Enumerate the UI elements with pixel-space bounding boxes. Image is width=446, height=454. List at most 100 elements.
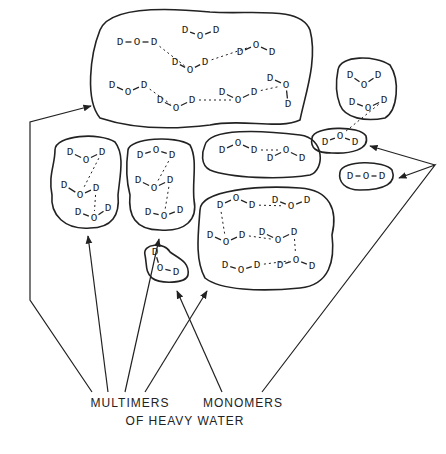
- covalent-bond: [83, 214, 89, 216]
- hydrogen-bond: [345, 104, 378, 131]
- covalent-bond: [165, 269, 170, 270]
- atom-label: D: [109, 80, 116, 91]
- covalent-bond: [126, 41, 132, 42]
- atom-label: D: [213, 25, 220, 36]
- multimer-outline: [336, 58, 396, 119]
- covalent-bond: [301, 262, 307, 264]
- atom-label: D: [379, 171, 386, 182]
- atom-label: D: [349, 97, 356, 108]
- atom-label: D: [207, 230, 214, 241]
- atom-label: D: [347, 70, 354, 81]
- atom-label: D: [75, 207, 82, 218]
- hydrogen-bond: [261, 150, 279, 151]
- atom-label: O: [283, 80, 290, 91]
- covalent-bond: [330, 138, 335, 140]
- covalent-bond: [372, 175, 377, 176]
- atom-label: O: [238, 265, 245, 276]
- leader-arrow: [125, 239, 159, 392]
- covalent-bond: [241, 200, 247, 203]
- covalent-bond: [143, 41, 149, 42]
- atom-label: D: [219, 87, 226, 98]
- atom-label: O: [233, 193, 240, 204]
- covalent-bond: [117, 87, 123, 90]
- hydrogen-bond: [259, 205, 284, 207]
- atom-label: D: [239, 230, 246, 241]
- covalent-bond: [286, 90, 288, 98]
- covalent-bond: [354, 78, 359, 82]
- atom-label: D: [177, 205, 184, 216]
- atom-label: D: [137, 150, 144, 161]
- hydrogen-bond: [165, 187, 169, 209]
- hydrogen-bond: [294, 239, 295, 253]
- atom-label: D: [237, 47, 244, 58]
- atom-label: D: [157, 95, 164, 106]
- covalent-bond: [275, 152, 281, 155]
- atom-label: D: [172, 57, 179, 68]
- atom-label: D: [375, 70, 382, 81]
- covalent-bond: [159, 182, 165, 185]
- atom-label: D: [219, 145, 226, 156]
- atom-label: O: [91, 213, 98, 224]
- hydrogen-bond: [221, 212, 225, 235]
- covalent-bond: [145, 152, 151, 154]
- covalent-bond: [296, 202, 302, 204]
- atom-label: O: [125, 87, 132, 98]
- atom-label: D: [99, 147, 106, 158]
- covalent-bond: [143, 182, 149, 185]
- covalent-bond: [227, 145, 233, 148]
- hydrogen-bond: [264, 261, 289, 264]
- covalent-bond: [205, 32, 211, 34]
- atom-label: D: [67, 147, 74, 158]
- leader-arrow: [145, 291, 207, 392]
- caption-label: MONOMERS: [203, 397, 283, 409]
- atom-label: O: [157, 263, 164, 274]
- covalent-bond: [246, 267, 252, 269]
- atom-label: D: [151, 37, 158, 48]
- atom-label: D: [254, 260, 261, 271]
- leader-arrow: [88, 236, 108, 392]
- atom-label: O: [235, 138, 242, 149]
- leader-arrow: [262, 165, 435, 392]
- atom-label: O: [161, 211, 168, 222]
- atom-label: D: [182, 25, 189, 36]
- atom-label: D: [61, 180, 68, 191]
- atom-label: O: [361, 80, 368, 91]
- atom-label: O: [293, 255, 300, 266]
- multimer-outline: [203, 131, 321, 177]
- covalent-bond: [181, 102, 187, 105]
- atom-label: O: [197, 31, 204, 42]
- atom-label: O: [151, 183, 158, 194]
- leader-arrow: [30, 106, 92, 392]
- atom-label: D: [381, 95, 388, 106]
- atom-label: D: [291, 227, 298, 238]
- atom-label: O: [235, 95, 242, 106]
- atom-label: D: [285, 99, 292, 110]
- monomer-outline: [312, 128, 367, 153]
- atom-label: O: [363, 171, 370, 182]
- covalent-bond: [267, 234, 273, 237]
- covalent-bond: [215, 237, 221, 240]
- atom-label: O: [288, 201, 295, 212]
- atom-label: O: [134, 37, 141, 48]
- covalent-bond: [243, 145, 249, 148]
- atom-label: O: [83, 155, 90, 166]
- atom-label: D: [222, 260, 229, 271]
- covalent-bond: [69, 188, 76, 192]
- atom-label: D: [251, 87, 258, 98]
- covalent-bond: [225, 200, 231, 203]
- covalent-bond: [285, 262, 291, 264]
- atom-label: D: [322, 137, 329, 148]
- atom-label: D: [249, 200, 256, 211]
- atom-label: O: [77, 190, 84, 201]
- atom-label: O: [365, 103, 372, 114]
- hydrogen-bond: [212, 47, 250, 60]
- caption-label: MULTIMERS: [91, 397, 170, 409]
- atom-label: D: [309, 261, 316, 272]
- atom-label: O: [173, 103, 180, 114]
- atom-label: D: [117, 37, 124, 48]
- atom-label: D: [167, 175, 174, 186]
- covalent-bond: [291, 152, 297, 155]
